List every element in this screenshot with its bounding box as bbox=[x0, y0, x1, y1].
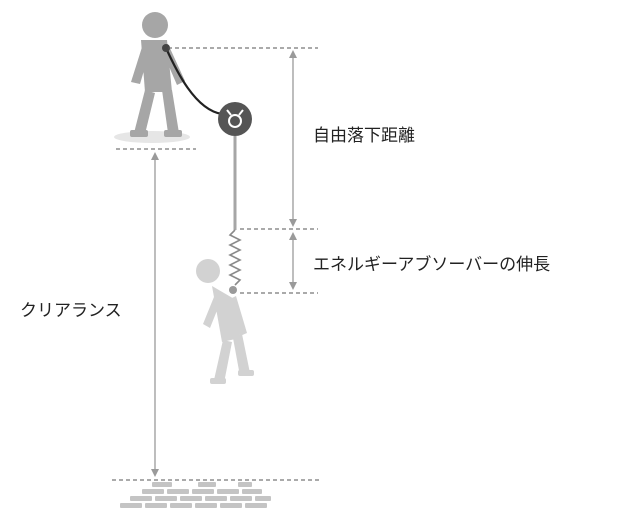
lanyard-line bbox=[164, 47, 223, 116]
absorber-extension-arrow bbox=[289, 232, 297, 290]
energy-absorber-spring bbox=[228, 229, 242, 286]
brick-floor-icon bbox=[120, 482, 271, 508]
standing-worker-icon bbox=[114, 12, 190, 143]
absorber-extension-label: エネルギーアブソーバーの伸長 bbox=[313, 255, 551, 275]
harness-attachment-point bbox=[162, 44, 170, 52]
free-fall-distance-label: 自由落下距離 bbox=[313, 126, 415, 146]
falling-attachment-point bbox=[229, 286, 237, 294]
falling-worker-icon bbox=[196, 259, 254, 384]
guide-lines bbox=[112, 47, 320, 481]
clearance-label: クリアランス bbox=[20, 301, 122, 321]
clearance-arrow bbox=[151, 152, 159, 477]
free-fall-distance-arrow bbox=[289, 50, 297, 227]
hook-anchor-icon bbox=[218, 102, 252, 136]
